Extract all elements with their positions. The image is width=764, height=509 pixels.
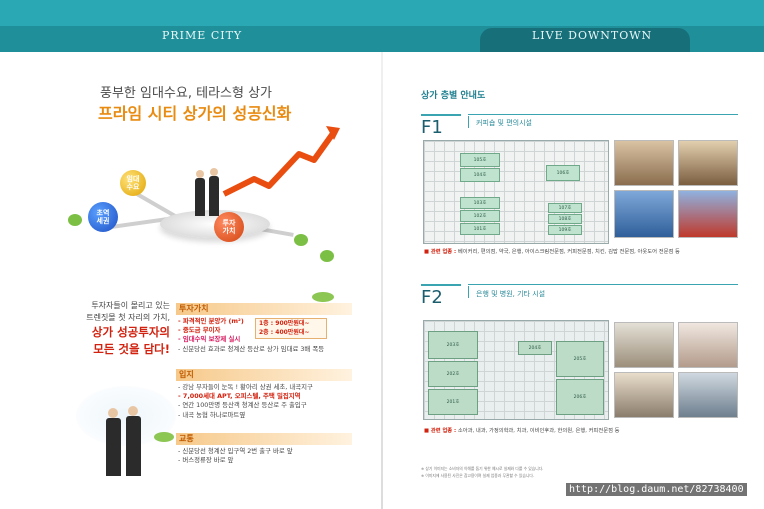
bubble-station: 초역 세권 — [88, 202, 118, 232]
person-head — [196, 170, 204, 178]
footnote-1: ※ 상기 이미지는 소비자의 이해를 돕기 위한 예시로 실제와 다를 수 있습… — [421, 466, 544, 471]
left-headline-2: 프라임 시티 상가의 성공신화 — [98, 104, 292, 123]
unit-105: 105호 — [460, 153, 500, 167]
list-item: - 강남 부자들이 눈독 ! 황아리 상권 세초, 내곡지구 — [178, 383, 313, 391]
blog-watermark: http://blog.daum.net/82738400 — [566, 483, 747, 496]
unit-102: 102호 — [460, 210, 500, 222]
floor-rule-tick — [468, 116, 469, 128]
floor-price-box: 1층 : 900만원대~ 2층 : 400만원대~ — [255, 318, 327, 339]
photo-clinic — [614, 322, 674, 368]
unit-206: 206호 — [556, 379, 604, 415]
list-item: - 내곡 농협 하나로마트옆 — [178, 410, 246, 419]
caption-label: ■ 관련 업종 : — [424, 249, 457, 255]
left-headline-1: 풍부한 임대수요, 테라스형 상가 — [100, 86, 273, 101]
list-item: - 7,000세대 APT, 오피스텔, 주택 밀집지역 — [178, 392, 301, 401]
list-item: - 신분당선 청계산 입구역 2번 출구 바로 앞 — [178, 447, 293, 455]
tagline-line-3: 상가 성공투자의 — [91, 325, 170, 339]
footnote-2: ※ 이미지에 사용된 사진은 참고용이며 실제 업종과 무관할 수 있습니다. — [421, 473, 535, 478]
caption-f1: ■ 관련 업종 : 베이커리, 편의점, 약국, 은행, 아이스크림전문점, 커… — [424, 247, 680, 255]
floor-tag-rule — [421, 284, 461, 286]
person-head — [210, 168, 218, 176]
businessman-figure — [195, 178, 205, 216]
photo-bank — [678, 372, 738, 418]
list-item: - 버스정류장 바로 앞 — [178, 456, 234, 465]
section-body-transport: - 신분당선 청계산 입구역 2번 출구 바로 앞 - 버스정류장 바로 앞 — [178, 447, 368, 465]
section-body-location: - 강남 부자들이 눈독 ! 황아리 상권 세초, 내곡지구 - 7,000세대… — [178, 383, 368, 420]
floor-tag-f2: F2 — [421, 287, 443, 308]
floor-rule-tick — [468, 286, 469, 298]
caption-f2: ■ 관련 업종 : 소아과, 내과, 가정의학과, 치과, 이비인후과, 한의원… — [424, 426, 620, 434]
unit-204: 204호 — [518, 341, 552, 355]
bubble-demand: 임대 수요 — [120, 170, 146, 196]
floor-rule — [468, 114, 738, 115]
hero-illustration: 초역 세권 임대 수요 투자 가치 — [64, 126, 364, 290]
list-item: - 임대수익 보장제 실시 — [178, 335, 241, 344]
person-head — [108, 408, 118, 418]
unit-104: 104호 — [460, 168, 500, 182]
tagline-line-4: 모든 것을 담다! — [93, 342, 170, 356]
list-item: - 신분당선 효과로 청계산 등산로 상가 임대료 3배 폭등 — [178, 344, 325, 353]
photo-pediatrics — [614, 372, 674, 418]
photo-gs25-store — [678, 190, 738, 238]
unit-107: 107호 — [548, 203, 582, 213]
floor-plan-f2: 203호 204호 205호 202호 206호 201호 — [423, 320, 609, 420]
unit-101: 101호 — [460, 223, 500, 235]
tree-icon — [320, 250, 334, 262]
section-title-transport: 교통 — [176, 433, 352, 445]
tree-icon — [294, 234, 308, 246]
floor-price-2f: 2층 : 400만원대~ — [259, 328, 310, 336]
caption-text: 소아과, 내과, 가정의학과, 치과, 이비인후과, 한의원, 은행, 커피전문… — [457, 428, 620, 434]
unit-103: 103호 — [460, 197, 500, 209]
left-tagline: 투자자들이 몰리고 있는 트렌짓몰 첫 자리의 가치, 상가 성공투자의 모든 … — [60, 300, 170, 358]
unit-106: 106호 — [546, 165, 580, 181]
section-title-location: 입지 — [176, 369, 352, 381]
floor-rule — [468, 284, 738, 285]
businessman-figure — [126, 416, 141, 476]
unit-203: 203호 — [428, 331, 478, 359]
grass-icon — [154, 432, 174, 442]
caption-label: ■ 관련 업종 : — [424, 428, 457, 434]
tree-icon — [68, 214, 82, 226]
grass-icon — [312, 292, 334, 302]
bubble-value: 투자 가치 — [214, 212, 244, 242]
growth-arrow-icon — [222, 126, 340, 197]
unit-205: 205호 — [556, 341, 604, 377]
floor-guide-title: 상가 층별 안내도 — [421, 91, 486, 101]
list-item: - 연간 100만명 등산객 청계산 등산로 주 출입구 — [178, 401, 307, 410]
unit-202: 202호 — [428, 361, 478, 387]
caption-text: 베이커리, 편의점, 약국, 은행, 아이스크림전문점, 커피전문점, 치킨, … — [457, 249, 680, 255]
unit-109: 109호 — [548, 225, 582, 235]
floor-tag-rule — [421, 114, 461, 116]
section-body-investment: - 파격적인 분양가 (m²) - 중도금 무이자 - 임대수익 보장제 실시 … — [178, 317, 368, 354]
floor-desc-f2: 은행 및 병원, 기타 시설 — [476, 290, 546, 298]
page-gutter — [381, 52, 383, 509]
floor-price-1f: 1층 : 900만원대~ — [259, 320, 310, 327]
businessman-figure — [106, 418, 121, 476]
businessmen-photo — [98, 400, 150, 476]
tagline-line-2: 트렌짓몰 첫 자리의 가치, — [86, 313, 170, 322]
photo-convenience-store — [614, 190, 674, 238]
photo-dental — [678, 322, 738, 368]
tagline-line-1: 투자자들이 몰리고 있는 — [91, 301, 170, 310]
unit-201: 201호 — [428, 389, 478, 415]
person-head — [128, 406, 138, 416]
unit-108: 108호 — [548, 214, 582, 224]
section-title-investment: 투자가치 — [176, 303, 352, 315]
header-left-title: PRIME CITY — [162, 29, 243, 42]
list-item: - 중도금 무이자 — [178, 326, 221, 335]
floor-desc-f1: 커피숍 및 편의시설 — [476, 119, 532, 127]
floor-tag-f1: F1 — [421, 117, 443, 138]
header-right-title: LIVE DOWNTOWN — [532, 29, 653, 42]
floor-plan-f1: 105호 104호 106호 103호 102호 101호 107호 108호 … — [423, 140, 609, 244]
list-item: - 파격적인 분양가 (m²) — [178, 317, 244, 325]
businessman-figure — [209, 176, 219, 216]
photo-cafe — [614, 140, 674, 186]
photo-bakery — [678, 140, 738, 186]
banner-tab-shape — [480, 28, 690, 52]
